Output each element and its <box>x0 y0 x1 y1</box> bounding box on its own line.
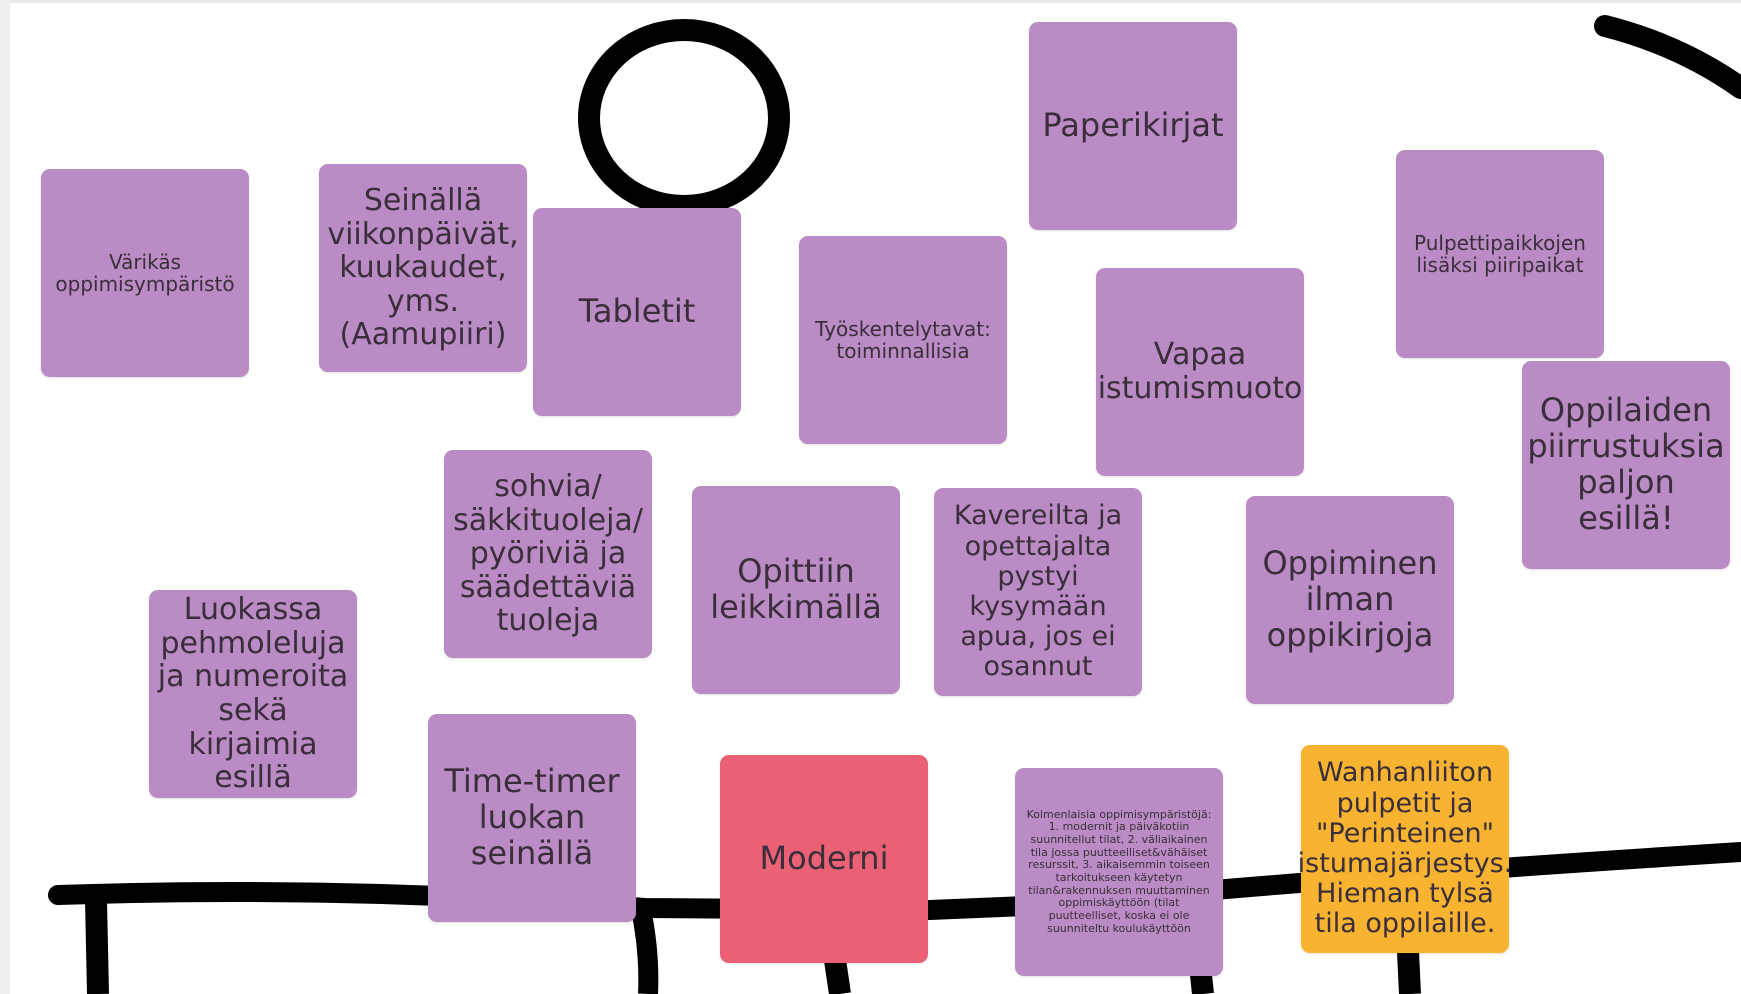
sticky-note-sohvia[interactable]: sohvia/ säkkituoleja/ pyöriviä ja säädet… <box>444 450 652 658</box>
sticky-note-tyoskentelytavat[interactable]: Työskentelytavat: toiminnallisia <box>799 236 1007 444</box>
sticky-note-text: sohvia/ säkkituoleja/ pyöriviä ja säädet… <box>453 469 643 639</box>
sticky-note-text: Opittiin leikkimällä <box>710 552 882 626</box>
sticky-note-oppilaiden[interactable]: Oppilaiden piirrustuksia paljon esillä! <box>1522 361 1730 569</box>
sticky-note-text: Kolmenlaisia oppimisympäristöjä: 1. mode… <box>1026 807 1212 935</box>
sticky-note-tabletit[interactable]: Tabletit <box>533 208 741 416</box>
sticky-note-text: Työskentelytavat: toiminnallisia <box>815 316 991 363</box>
drawn-line-post-5 <box>1397 951 1421 994</box>
sticky-note-moderni[interactable]: Moderni <box>720 755 928 963</box>
sticky-note-opittiin[interactable]: Opittiin leikkimällä <box>692 486 900 694</box>
sticky-note-text: Värikäs oppimisympäristö <box>55 249 235 296</box>
drawn-line-left-post <box>85 899 109 994</box>
sticky-note-kolmenlaisia[interactable]: Kolmenlaisia oppimisympäristöjä: 1. mode… <box>1015 768 1223 976</box>
sticky-note-text: Tabletit <box>578 292 696 331</box>
sticky-note-oppiminen[interactable]: Oppiminen ilman oppikirjoja <box>1246 496 1454 704</box>
sticky-note-vapaa[interactable]: Vapaa istumismuoto <box>1096 268 1304 476</box>
drawn-line-post-2 <box>630 902 659 994</box>
sticky-note-text: Wanhanliiton pulpetit ja "Perinteinen" i… <box>1297 757 1513 940</box>
sticky-note-text: Moderni <box>759 839 889 878</box>
sticky-note-varikas[interactable]: Värikäs oppimisympäristö <box>41 169 249 377</box>
sticky-note-text: Paperikirjat <box>1042 106 1224 145</box>
sticky-note-text: Kavereilta ja opettajalta pystyi kysymää… <box>953 500 1123 683</box>
sticky-note-text: Oppilaiden piirrustuksia paljon esillä! <box>1527 391 1725 537</box>
sticky-note-pulpettipaikkojen[interactable]: Pulpettipaikkojen lisäksi piiripaikat <box>1396 150 1604 358</box>
sticky-note-text: Luokassa pehmoleluja ja numeroita sekä k… <box>157 592 349 796</box>
drawn-line-post-3 <box>824 958 851 994</box>
sticky-note-text: Seinällä viikonpäivät, kuukaudet, yms. (… <box>327 183 519 353</box>
left-border <box>0 0 10 994</box>
drawn-head-circle <box>578 19 790 217</box>
sticky-note-text: Vapaa istumismuoto <box>1097 337 1303 406</box>
sticky-note-luokassa[interactable]: Luokassa pehmoleluja ja numeroita sekä k… <box>149 590 357 798</box>
drawn-line-top-right <box>1594 15 1741 99</box>
sticky-note-seinalla[interactable]: Seinällä viikonpäivät, kuukaudet, yms. (… <box>319 164 527 372</box>
sticky-note-text: Time-timer luokan seinällä <box>444 762 620 872</box>
sticky-note-timetimer[interactable]: Time-timer luokan seinällä <box>428 714 636 922</box>
sticky-note-kavereilta[interactable]: Kavereilta ja opettajalta pystyi kysymää… <box>934 488 1142 696</box>
sticky-note-paperikirjat[interactable]: Paperikirjat <box>1029 22 1237 230</box>
sticky-note-text: Pulpettipaikkojen lisäksi piiripaikat <box>1414 230 1586 277</box>
sticky-note-text: Oppiminen ilman oppikirjoja <box>1262 544 1438 654</box>
top-border <box>0 0 1741 3</box>
sticky-note-wanhanliiton[interactable]: Wanhanliiton pulpetit ja "Perinteinen" i… <box>1298 745 1512 953</box>
